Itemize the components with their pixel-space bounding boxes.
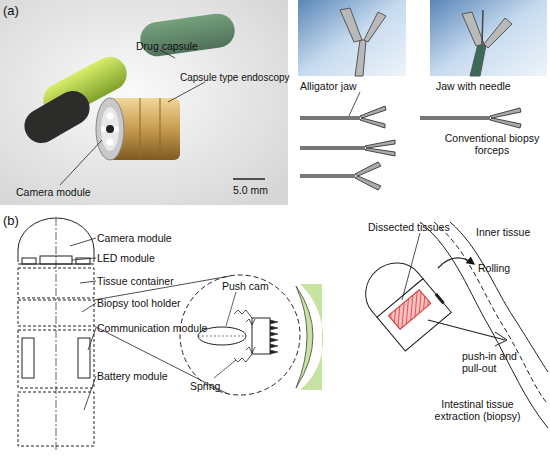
forceps-photo: [462, 10, 512, 76]
part-label: Conventional biopsy forceps: [440, 132, 544, 156]
leader-line: [168, 82, 205, 102]
push-cam-detail: [180, 275, 323, 395]
leader-line: [60, 140, 102, 185]
scale-bar: [233, 178, 265, 180]
intestinal-wall: [420, 222, 548, 428]
part-label: Camera module: [16, 186, 91, 198]
panel-label: (b): [3, 213, 19, 228]
part-label: LED module: [97, 252, 155, 264]
capsule-schematic: [18, 218, 94, 452]
forceps-photo: [430, 0, 547, 76]
part-label: Communication module: [97, 322, 207, 334]
part-label: Spring: [190, 380, 220, 392]
part-label: Push cam: [222, 280, 269, 292]
part-label: Jaw with needle: [436, 80, 511, 92]
part-label: Drug capsule: [136, 40, 198, 52]
part-label: push-in and pull-out: [462, 350, 532, 374]
rolling-arrow: [438, 258, 474, 268]
forceps-photo: [298, 0, 406, 76]
biopsy-needle: [428, 320, 505, 340]
forceps-photo: [340, 8, 386, 76]
tilted-capsule: [354, 251, 451, 351]
part-label: Inner tissue: [476, 226, 530, 238]
part-label: Intestinal tissue extraction (biopsy): [420, 398, 535, 422]
drug-capsule-photo: [18, 85, 96, 149]
leader-line: [348, 92, 360, 118]
part-label: Capsule type endoscopy: [180, 72, 290, 84]
push-arrow: [495, 332, 507, 346]
part-label: 5.0 mm: [233, 184, 268, 196]
part-label: Tissue container: [97, 275, 174, 287]
panel-label: (a): [3, 3, 19, 18]
part-label: Alligator jaw: [300, 80, 357, 92]
leader-line: [70, 238, 230, 410]
part-label: Rolling: [478, 262, 510, 274]
part-label: Dissected tissues: [368, 221, 450, 233]
part-label: Biopsy tool holder: [97, 297, 180, 309]
leader-line: [402, 233, 420, 300]
part-label: Battery module: [97, 370, 168, 382]
photo-background: [0, 0, 288, 205]
capsule-endoscope-photo: [96, 98, 180, 160]
part-label: Camera module: [97, 232, 172, 244]
